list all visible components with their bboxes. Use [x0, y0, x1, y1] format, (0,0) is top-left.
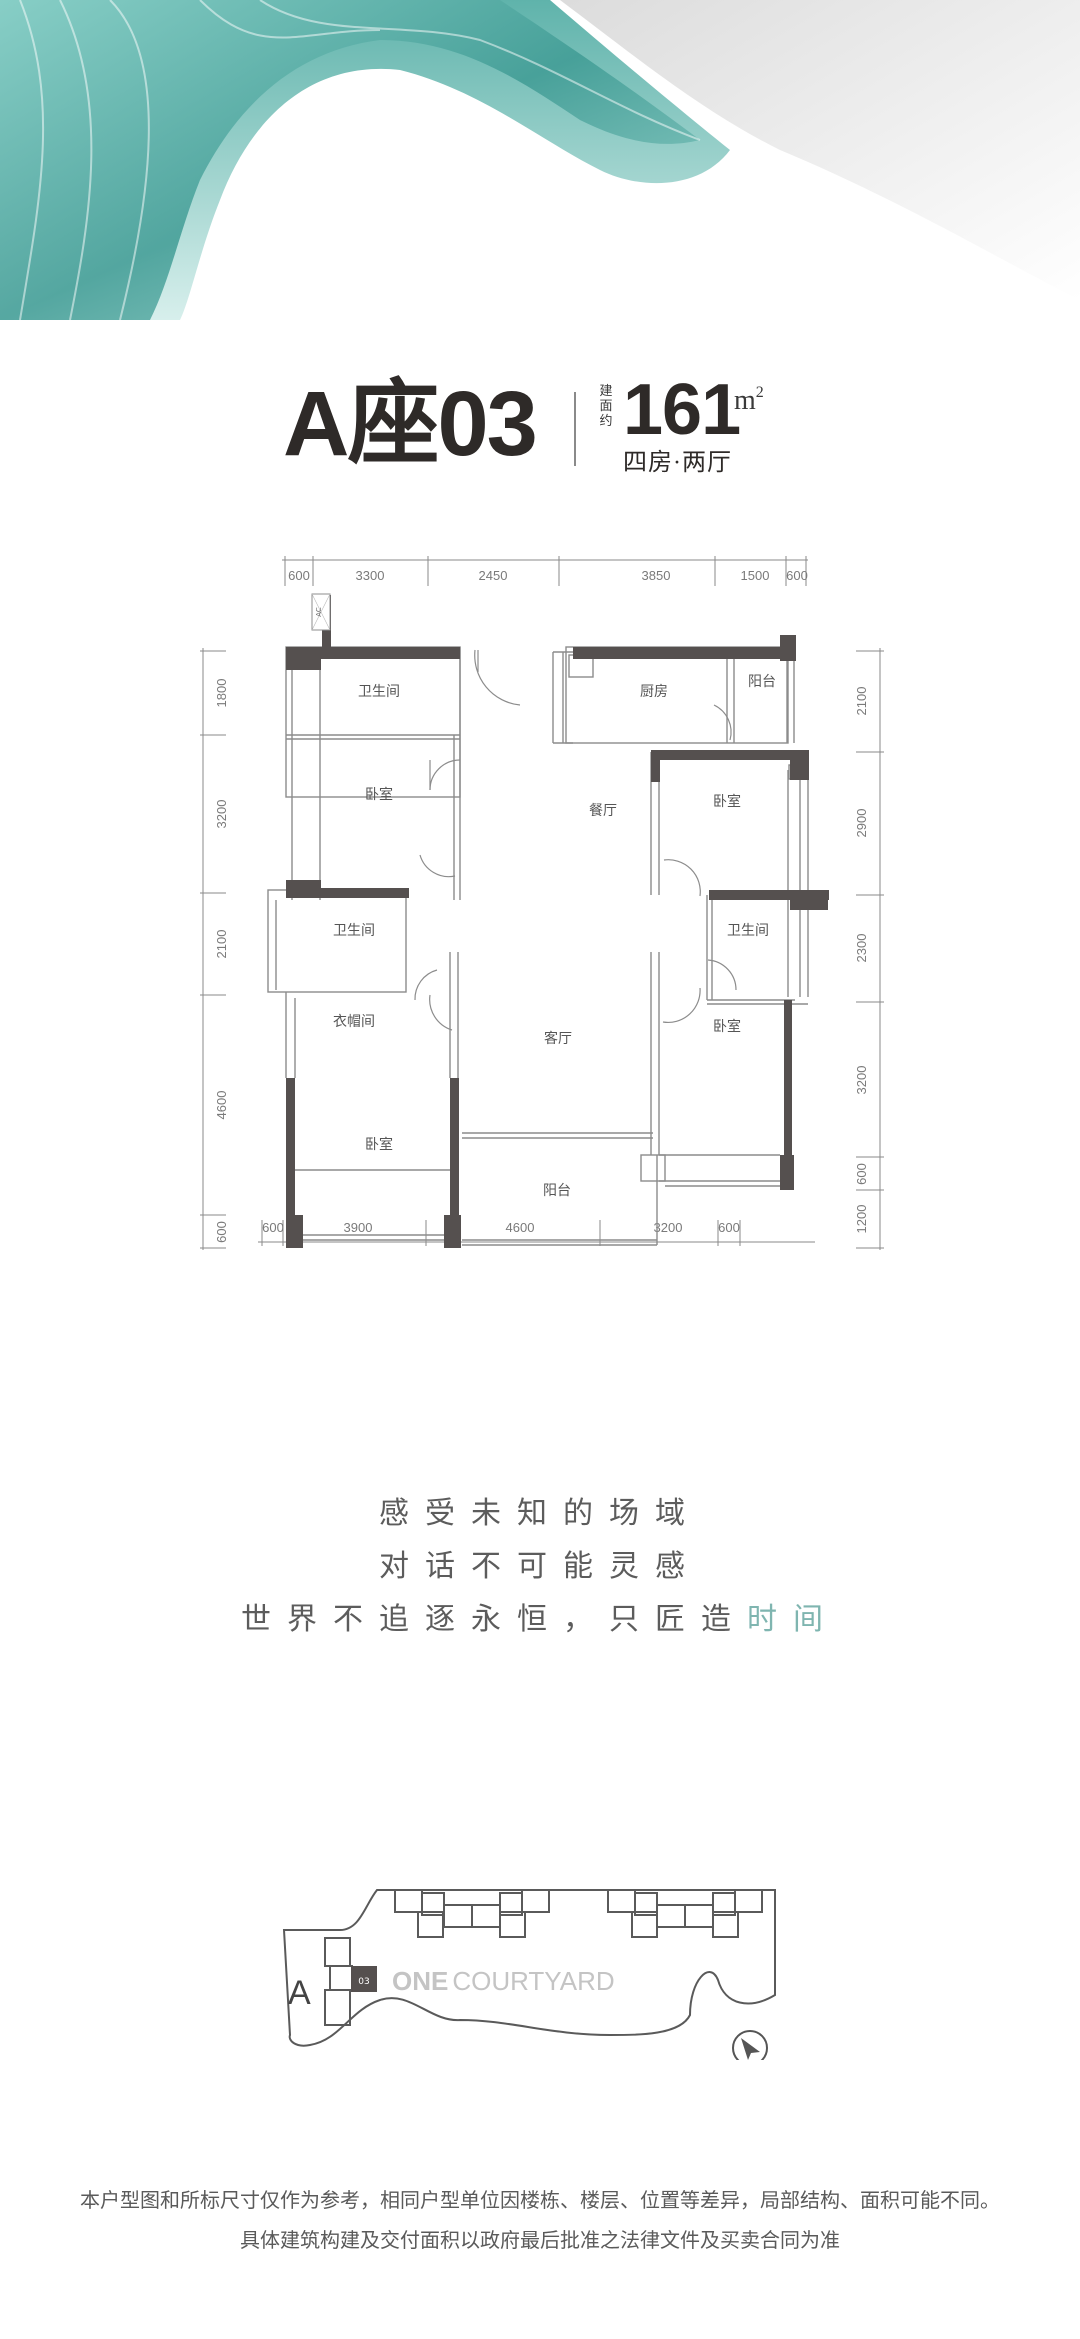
room-bedroom-top-right: 卧室 [713, 793, 741, 810]
room-kitchen: 厨房 [640, 684, 668, 700]
room-bath-right: 卫生间 [727, 923, 769, 939]
slogan-line-3-accent: 时间 [747, 1602, 839, 1637]
disclaimer-line-2: 具体建筑构建及交付面积以政府最后批准之法律文件及买卖合同为准 [240, 2228, 840, 2252]
top-dim-1: 600 [288, 568, 310, 583]
slogan-line-2: 对话不可能灵感 [379, 1549, 701, 1584]
room-bedroom-top-left: 卧室 [365, 786, 393, 803]
left-dim-4: 4600 [214, 1091, 229, 1120]
left-dim-5: 600 [214, 1221, 229, 1243]
top-dim-4: 3850 [642, 568, 671, 583]
right-dim-4: 3200 [854, 1066, 869, 1095]
room-living: 客厅 [544, 1030, 572, 1047]
top-dim-2: 3300 [356, 568, 385, 583]
top-dim-3: 2450 [479, 568, 508, 583]
bottom-dim-2: 3900 [344, 1220, 373, 1235]
slogan-line-3-main: 世界不追逐永恒，只匠造 [241, 1602, 747, 1637]
top-dim-5: 1500 [741, 568, 770, 583]
area-unit-text: m [734, 385, 756, 416]
top-dim-6: 600 [786, 568, 808, 583]
area-unit: m2 [734, 384, 764, 417]
bottom-dim-3: 4600 [506, 1220, 535, 1235]
layout-type: 四房·两厅 [623, 450, 732, 476]
floor-plan: 600 3300 2450 3850 1500 600 600 3900 460… [200, 556, 884, 1250]
room-bath-top-left: 卫生间 [358, 684, 400, 700]
hero-brushstroke-art [0, 0, 1080, 340]
bottom-dim-4: 3200 [654, 1220, 683, 1235]
right-dim-3: 2300 [854, 934, 869, 963]
unit-tag: 03 [358, 1977, 369, 1987]
room-cloakroom: 衣帽间 [333, 1014, 375, 1030]
left-dim-3: 2100 [214, 930, 229, 959]
left-dim-1: 1800 [214, 679, 229, 708]
room-balcony-kitchen: 阳台 [748, 674, 776, 690]
ac-label: AC [315, 607, 323, 617]
right-dim-6: 1200 [854, 1205, 869, 1234]
right-dim-5: 600 [854, 1163, 869, 1185]
room-balcony-main: 阳台 [543, 1183, 571, 1199]
bottom-dim-5: 600 [718, 1220, 740, 1235]
area-unit-superscript: 2 [755, 384, 764, 401]
north-arrow-icon [732, 2030, 768, 2060]
brand-light: COURTYARD [452, 1966, 614, 1996]
building-label: A [288, 1974, 311, 2012]
slogan-line-1: 感受未知的场域 [379, 1496, 701, 1531]
room-bath-mid-left: 卫生间 [333, 923, 375, 939]
disclaimer-line-1: 本户型图和所标尺寸仅作为参考，相同户型单位因楼栋、楼层、位置等差异，局部结构、面… [80, 2188, 1000, 2212]
room-bedroom-bottom-right: 卧室 [713, 1018, 741, 1035]
ac-unit: AC [311, 593, 331, 631]
area-value: 161 [623, 370, 741, 450]
unit-marker [351, 1966, 377, 1992]
bottom-dim-1: 600 [262, 1220, 284, 1235]
slogan-line-3: 世界不追逐永恒，只匠造时间 [0, 1594, 1080, 1638]
room-bedroom-bottom-left: 卧室 [365, 1136, 393, 1153]
left-dim-2: 3200 [214, 800, 229, 829]
brand-bold: ONE [392, 1966, 448, 1996]
title-divider [574, 392, 576, 466]
unit-code-title: A座03 [283, 373, 538, 475]
room-dining: 餐厅 [589, 803, 617, 819]
right-dim-2: 2900 [854, 809, 869, 838]
area-label: 建面约 [599, 384, 613, 429]
right-dim-1: 2100 [854, 687, 869, 716]
